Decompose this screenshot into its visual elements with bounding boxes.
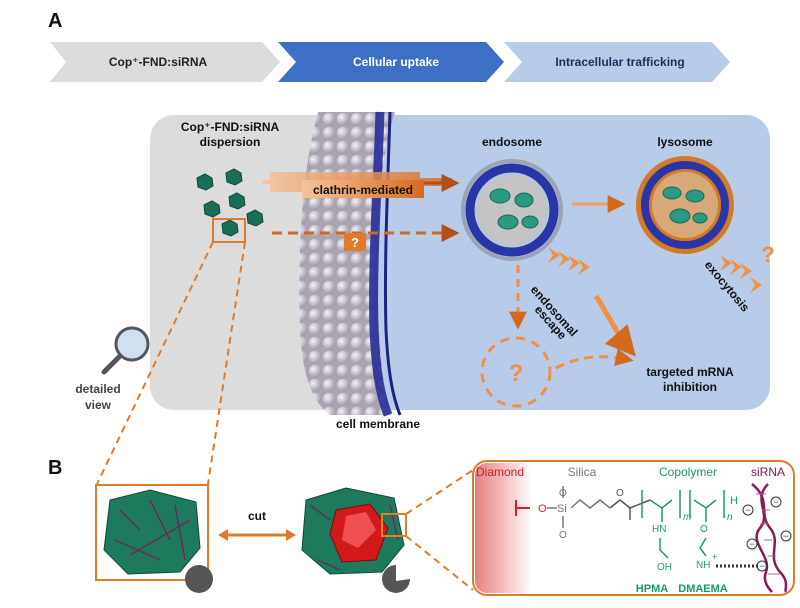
detailed-view-label-1: detailed [75, 382, 120, 396]
dispersion-label-1: Cop⁺-FND:siRNA [181, 120, 280, 134]
sirna-charges: − − − − − [742, 496, 792, 572]
targeted-label-2: inhibition [663, 380, 717, 394]
circle-to-target-arrow [555, 348, 634, 370]
lysosome-label: lysosome [657, 135, 713, 149]
dmaema-label: DMAEMA [678, 583, 728, 595]
atom-si: Si [557, 503, 567, 515]
atom-plus: + [712, 552, 717, 562]
hpma-label: HPMA [636, 583, 668, 595]
charge-4: − [783, 531, 788, 541]
step-label-1: Cop⁺-FND:siRNA [109, 55, 208, 69]
cut-particle [301, 487, 405, 575]
targeted-label-1: targeted mRNA [646, 365, 734, 379]
silica-label: Silica [568, 465, 597, 479]
unknown-uptake-question: ? [351, 235, 359, 250]
cut-label: cut [248, 509, 266, 523]
atom-h: H [730, 495, 738, 507]
lysosome-vesicle [636, 156, 734, 254]
atom-o-1: O [538, 503, 547, 515]
sirna-label: siRNA [751, 465, 785, 479]
zoom-line-b-top [405, 469, 474, 515]
panel-b-letter: B [48, 457, 62, 479]
unknown-uptake-box [344, 233, 366, 251]
charge-5: − [759, 561, 764, 571]
exocytosis-question: ? [761, 242, 774, 267]
zoom-line-b-bottom [405, 535, 474, 591]
atom-oh: OH [657, 562, 672, 573]
highlight-box-b [381, 513, 407, 537]
highlight-box-a [212, 218, 246, 243]
cut-arrow-head-left [218, 529, 228, 541]
whole-pie-icon [185, 565, 213, 593]
charge-3: − [749, 539, 754, 549]
nanoparticle-cluster [196, 168, 264, 237]
atom-o-5: O [700, 524, 708, 535]
cell-membrane-label: cell membrane [336, 417, 420, 431]
atom-hn-1: HN [652, 524, 666, 535]
unknown-fate-question: ? [509, 360, 524, 387]
dispersion-label-2: dispersion [200, 135, 261, 149]
sirna-helix [751, 483, 788, 593]
step-label-2: Cellular uptake [353, 55, 439, 69]
exocytosis-chevrons [720, 255, 762, 293]
charge-1: − [745, 505, 750, 515]
step-chevron-1: Cop⁺-FND:siRNA [50, 42, 280, 82]
atom-nh: NH [696, 560, 710, 571]
charge-2: − [773, 497, 778, 507]
chemical-structure: O Si O O O m HN OH n O NH + H [515, 486, 758, 573]
subscript-m: m [683, 512, 691, 523]
atom-o-3: O [559, 530, 567, 541]
atom-o-4: O [616, 488, 624, 499]
unknown-fate-circle [480, 336, 552, 408]
atom-o-2: O [559, 488, 567, 499]
zoom-line-right [207, 241, 246, 485]
clathrin-label: clathrin-mediated [313, 183, 413, 197]
escape-to-target-arrow [593, 294, 636, 357]
panel-a-letter: A [48, 10, 62, 32]
chemistry-box [472, 460, 795, 596]
step-label-3: Intracellular trafficking [555, 55, 684, 69]
detailed-view-label-2: view [85, 398, 112, 412]
copolymer-label: Copolymer [659, 465, 717, 479]
step-chevron-3: Intracellular trafficking [504, 42, 730, 82]
cut-pie-icon [382, 565, 410, 593]
cut-arrow-head-right [286, 529, 296, 541]
endosome-vesicle [461, 159, 563, 261]
diamond-surface [475, 463, 533, 593]
diamond-label: Diamond [476, 465, 524, 479]
endosome-label: endosome [482, 135, 542, 149]
clathrin-arrow [262, 172, 460, 198]
step-chevron-2: Cellular uptake [278, 42, 504, 82]
zoom-line-left [96, 241, 214, 485]
subscript-n: n [727, 512, 733, 523]
magnifier-icon [101, 326, 150, 375]
escape-chevrons [548, 247, 590, 275]
whole-particle [103, 489, 201, 575]
